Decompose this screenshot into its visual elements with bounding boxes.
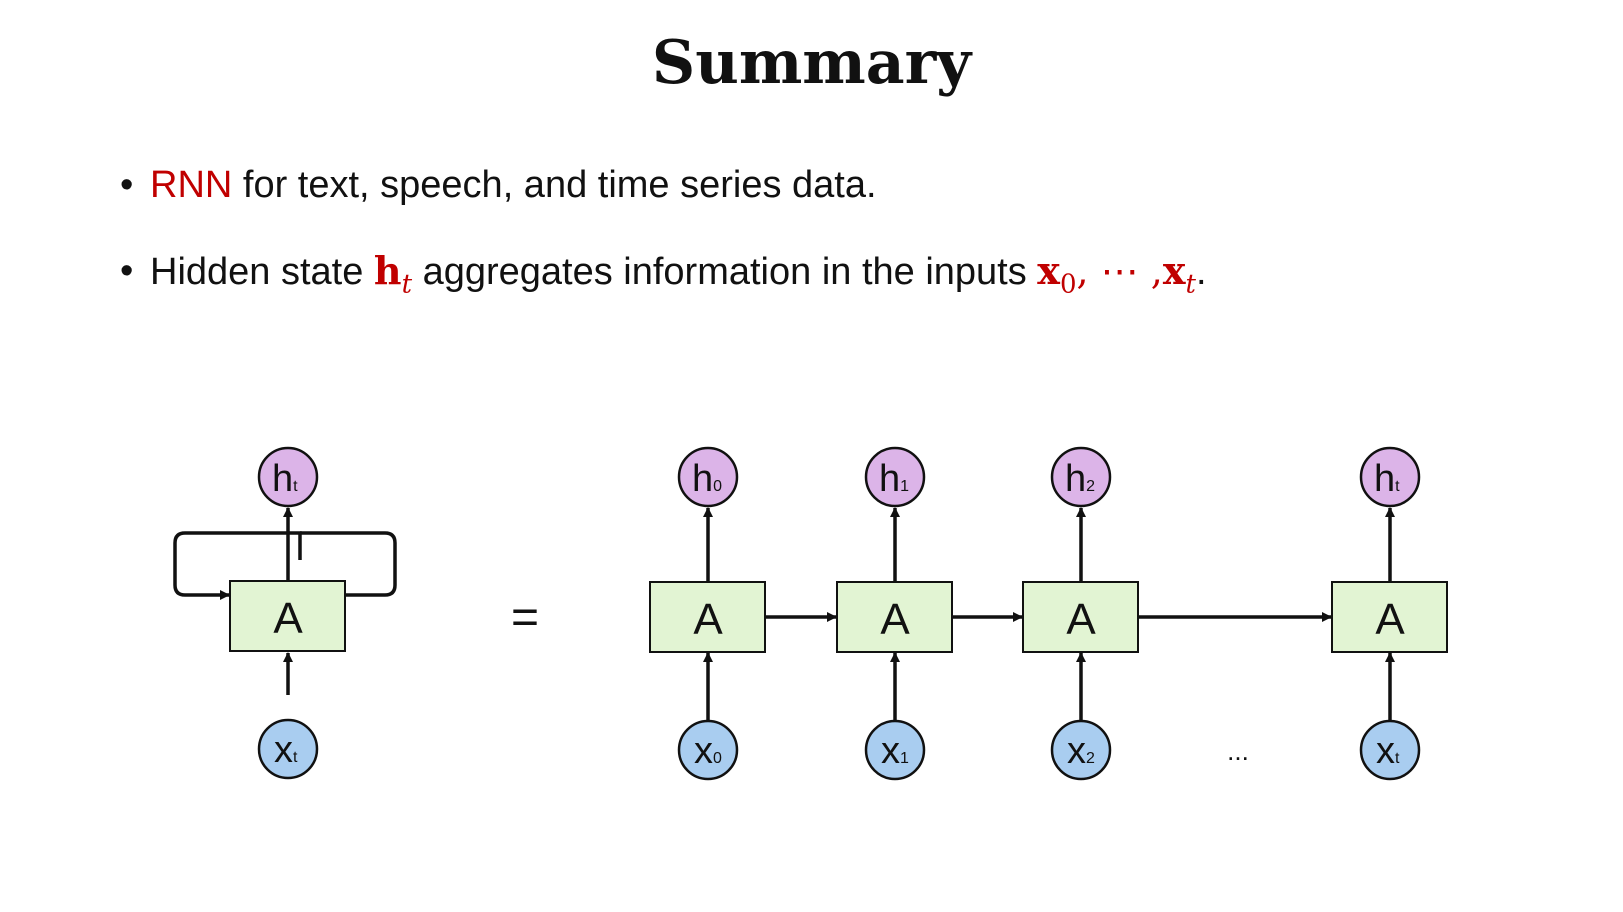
cell-1	[836, 581, 953, 653]
hidden-label-0: h0	[692, 458, 722, 500]
unrolled-step-1: A h1 x1	[836, 446, 953, 781]
hidden-node-2	[1050, 446, 1112, 508]
input-node-0	[677, 719, 739, 781]
math-h-t: ht	[373, 248, 413, 300]
input-label-2: x2	[1067, 730, 1095, 772]
cell-0-label: A	[693, 595, 723, 644]
bullet-rnn: • RNN for text, speech, and time series …	[120, 160, 1540, 246]
cell-2-label: A	[1066, 595, 1096, 644]
input-label-0: x0	[694, 730, 722, 772]
input-label-1: x1	[881, 730, 909, 772]
bullet-hidden-state: • Hidden state ht aggregates information…	[120, 246, 1540, 332]
input-node-1	[864, 719, 926, 781]
unrolled-step-0: A h0 x0	[649, 446, 766, 781]
hidden-node-1	[864, 446, 926, 508]
rolled-input-label: xt	[274, 729, 298, 771]
rolled-cell	[229, 580, 346, 652]
rolled-rnn: A ht xt	[173, 446, 397, 780]
bullet-dot: •	[120, 250, 134, 292]
cell-t	[1331, 581, 1448, 653]
cell-0	[649, 581, 766, 653]
rolled-cell-label: A	[273, 594, 303, 643]
rnn-highlight: RNN	[150, 164, 233, 206]
rolled-hidden-label: ht	[272, 458, 298, 500]
input-label-t: xt	[1376, 730, 1400, 772]
hidden-label-2: h2	[1065, 458, 1095, 500]
hidden-label-t: ht	[1374, 458, 1400, 500]
cell-2	[1022, 581, 1139, 653]
bullet-hidden-prefix: Hidden state	[150, 251, 374, 293]
input-node-t	[1359, 719, 1421, 781]
bullet-hidden-middle: aggregates information in the inputs	[412, 251, 1038, 293]
equals-sign: =	[511, 591, 539, 644]
unrolled-step-2: A h2 x2	[1022, 446, 1139, 781]
hidden-node-t	[1359, 446, 1421, 508]
hidden-label-1: h1	[879, 458, 909, 500]
unrolled-step-t: A ht xt	[1331, 446, 1448, 781]
ellipsis: ...	[1227, 736, 1249, 766]
bullet-hidden-end: .	[1195, 251, 1207, 293]
input-node-2	[1050, 719, 1112, 781]
cell-t-label: A	[1375, 595, 1405, 644]
unrolled-rnn: A h0 x0 A h1 x1 A	[649, 446, 1448, 781]
rolled-hidden-node	[257, 446, 319, 508]
recurrent-loop-right	[300, 531, 397, 597]
cell-1-label: A	[880, 595, 910, 644]
bullet-dot: •	[120, 164, 134, 206]
hidden-node-0	[677, 446, 739, 508]
math-inputs: x0, ⋯ ,xt	[1037, 248, 1196, 300]
bullet-list: • RNN for text, speech, and time series …	[120, 160, 1540, 332]
slide-title: Summary	[651, 28, 972, 98]
rolled-input-node	[257, 718, 319, 780]
bullet-rnn-text: for text, speech, and time series data.	[232, 164, 877, 206]
recurrent-loop-arrow	[173, 531, 302, 600]
